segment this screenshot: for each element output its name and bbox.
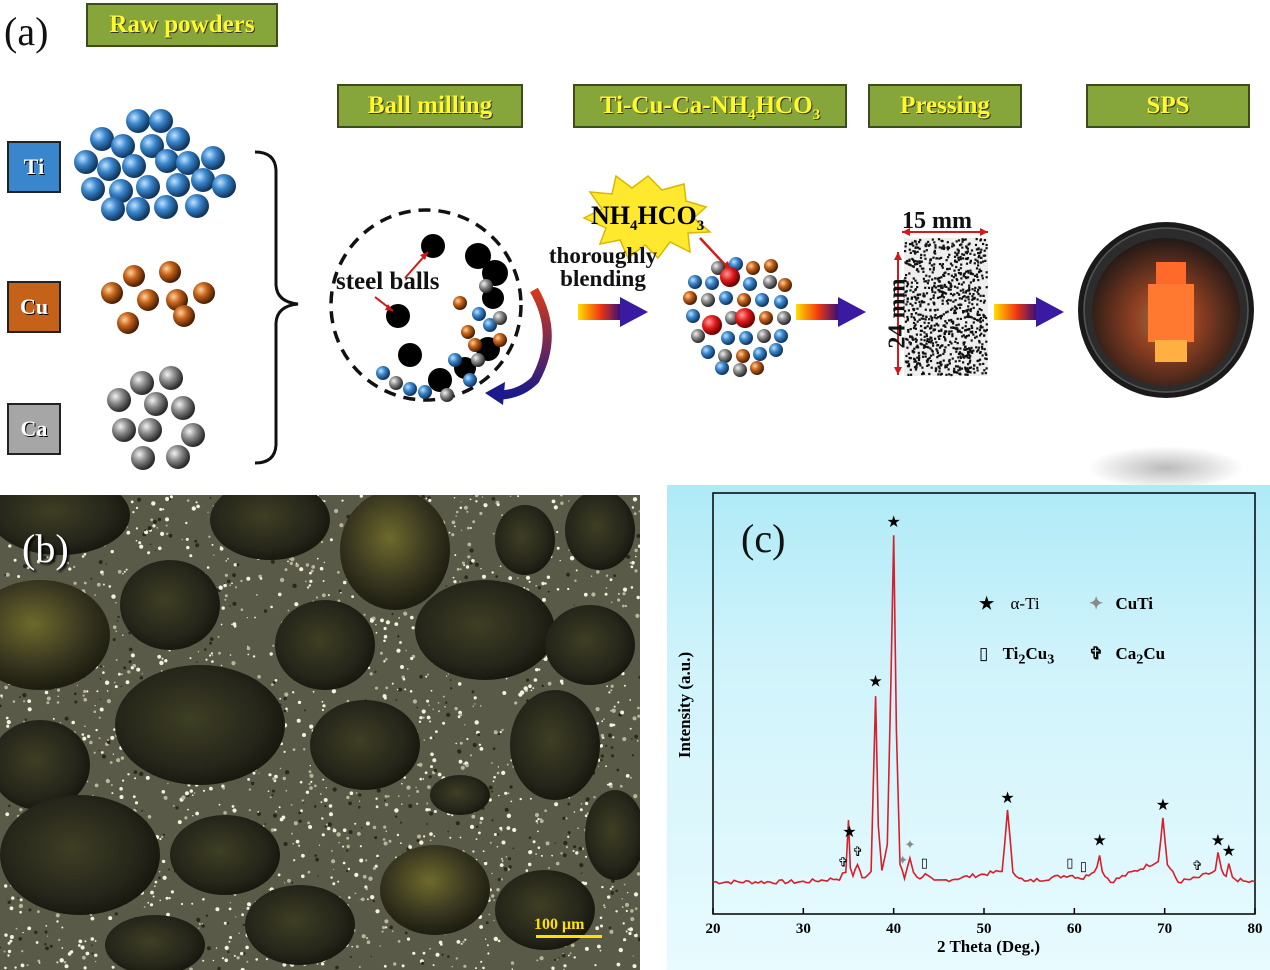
scale-bar-line — [536, 935, 602, 938]
arrow-2-head — [838, 297, 866, 327]
step-mixture-text: Ti-Cu-Ca-NH — [599, 92, 749, 119]
steel-balls-label: steel balls — [336, 268, 440, 295]
x-axis-label: 2 Theta (Deg.) — [937, 937, 1041, 956]
legend-ti2cu3: ▯ Ti2Cu3 — [979, 644, 1055, 668]
blending-label: thoroughly blending — [534, 244, 672, 290]
width-dimension-label: 15 mm — [902, 208, 972, 234]
peak-marker: ★ — [1000, 788, 1014, 807]
compact-speckle — [904, 238, 988, 377]
legend-star-icon: ★ — [979, 594, 995, 613]
arrow-2-body — [796, 304, 840, 320]
peak-marker: ★ — [1211, 831, 1225, 850]
scale-bar-label: 100 μm — [534, 916, 585, 933]
arrow-1-head — [620, 297, 648, 327]
legend-alpha-ti: ★ α-Ti — [979, 594, 1040, 614]
raw-powders-label: Raw powders — [86, 3, 278, 47]
x-tick-label: 40 — [886, 921, 901, 937]
nh4hco3-label: NH4HCO3 — [591, 201, 704, 235]
xrd-pattern-line — [712, 535, 1256, 885]
blending-line-1: thoroughly — [548, 243, 658, 268]
step-pressing: Pressing — [868, 84, 1022, 128]
peak-marker: ▯ — [1066, 856, 1073, 871]
element-cu-label: Cu — [7, 281, 61, 333]
step-mixture-sub-3: 3 — [812, 107, 821, 123]
peak-marker: ✞ — [1192, 859, 1203, 874]
arrow-3-head — [1036, 297, 1064, 327]
legend-ca2cu: ✞ Ca2Cu — [1089, 644, 1166, 668]
plot-frame — [712, 492, 1256, 915]
peak-marker: ▯ — [921, 856, 928, 871]
ca-powder-cluster — [107, 366, 205, 470]
panel-b-micrograph: (b) 100 μm — [0, 495, 640, 970]
schematic-graphics — [74, 109, 1254, 490]
arrow-1-body — [578, 304, 622, 320]
legend-rectangle-icon: ▯ — [979, 644, 989, 663]
x-tick-label: 60 — [1067, 921, 1082, 937]
panel-c-letter: (c) — [741, 516, 786, 561]
nh4hco3-text-1: NH — [591, 201, 630, 230]
nh4hco3-sub-3: 3 — [696, 218, 705, 235]
peak-marker: ★ — [868, 671, 882, 690]
panel-b-letter: (b) — [22, 526, 69, 571]
arrow-3-body — [994, 304, 1038, 320]
x-tick-label: 80 — [1248, 921, 1263, 937]
legend-cuti-label: CuTi — [1115, 594, 1154, 613]
legend-sparkle-icon: ✦ — [1089, 594, 1104, 613]
ball-mill-jar — [329, 208, 552, 405]
x-tick-label: 30 — [796, 921, 811, 937]
legend-cuti: ✦ CuTi — [1089, 594, 1153, 614]
y-axis-label: Intensity (a.u.) — [675, 651, 694, 759]
step-mixture-sub-4: 4 — [748, 107, 756, 123]
panel-a-letter: (a) — [4, 9, 49, 54]
cu-powder-cluster — [101, 261, 215, 334]
peak-marker: ★ — [1092, 831, 1106, 850]
element-ti-label: Ti — [7, 141, 61, 193]
x-tick-label: 50 — [977, 921, 992, 937]
nh4hco3-starburst — [582, 174, 712, 260]
x-tick-label: 20 — [706, 921, 721, 937]
step-sps: SPS — [1086, 84, 1250, 128]
blended-mixture — [683, 257, 792, 377]
sps-chamber — [1078, 222, 1254, 490]
peak-marker: ▯ — [1080, 859, 1087, 874]
grouping-brace — [254, 150, 299, 465]
x-tick-label: 70 — [1157, 921, 1172, 937]
peak-marker: ✦ — [904, 838, 915, 853]
step-mixture-text-2: HCO — [755, 92, 813, 119]
nh4hco3-sub-4: 4 — [630, 218, 638, 235]
peak-marker: ★ — [842, 822, 856, 841]
step-ball-milling: Ball milling — [337, 84, 523, 128]
blending-line-2: blending — [560, 266, 646, 291]
legend-alpha-ti-label: α-Ti — [1010, 594, 1040, 613]
peak-marker: ★ — [886, 512, 900, 531]
peak-marker: ✞ — [838, 855, 849, 870]
nh4hco3-text-2: HCO — [637, 201, 697, 230]
peak-marker: ✞ — [852, 845, 863, 860]
peak-marker: ★ — [1222, 841, 1236, 860]
micrograph-image — [0, 495, 640, 970]
legend-cross-icon: ✞ — [1089, 644, 1104, 663]
ti-powder-cluster — [74, 109, 236, 221]
peak-marker: ★ — [1156, 795, 1170, 814]
step-mixture: Ti-Cu-Ca-NH4HCO3 — [573, 84, 847, 128]
element-ca-label: Ca — [7, 403, 61, 455]
peak-marker: ✦ — [897, 854, 908, 869]
height-dimension-label: 24 mm — [884, 278, 911, 349]
